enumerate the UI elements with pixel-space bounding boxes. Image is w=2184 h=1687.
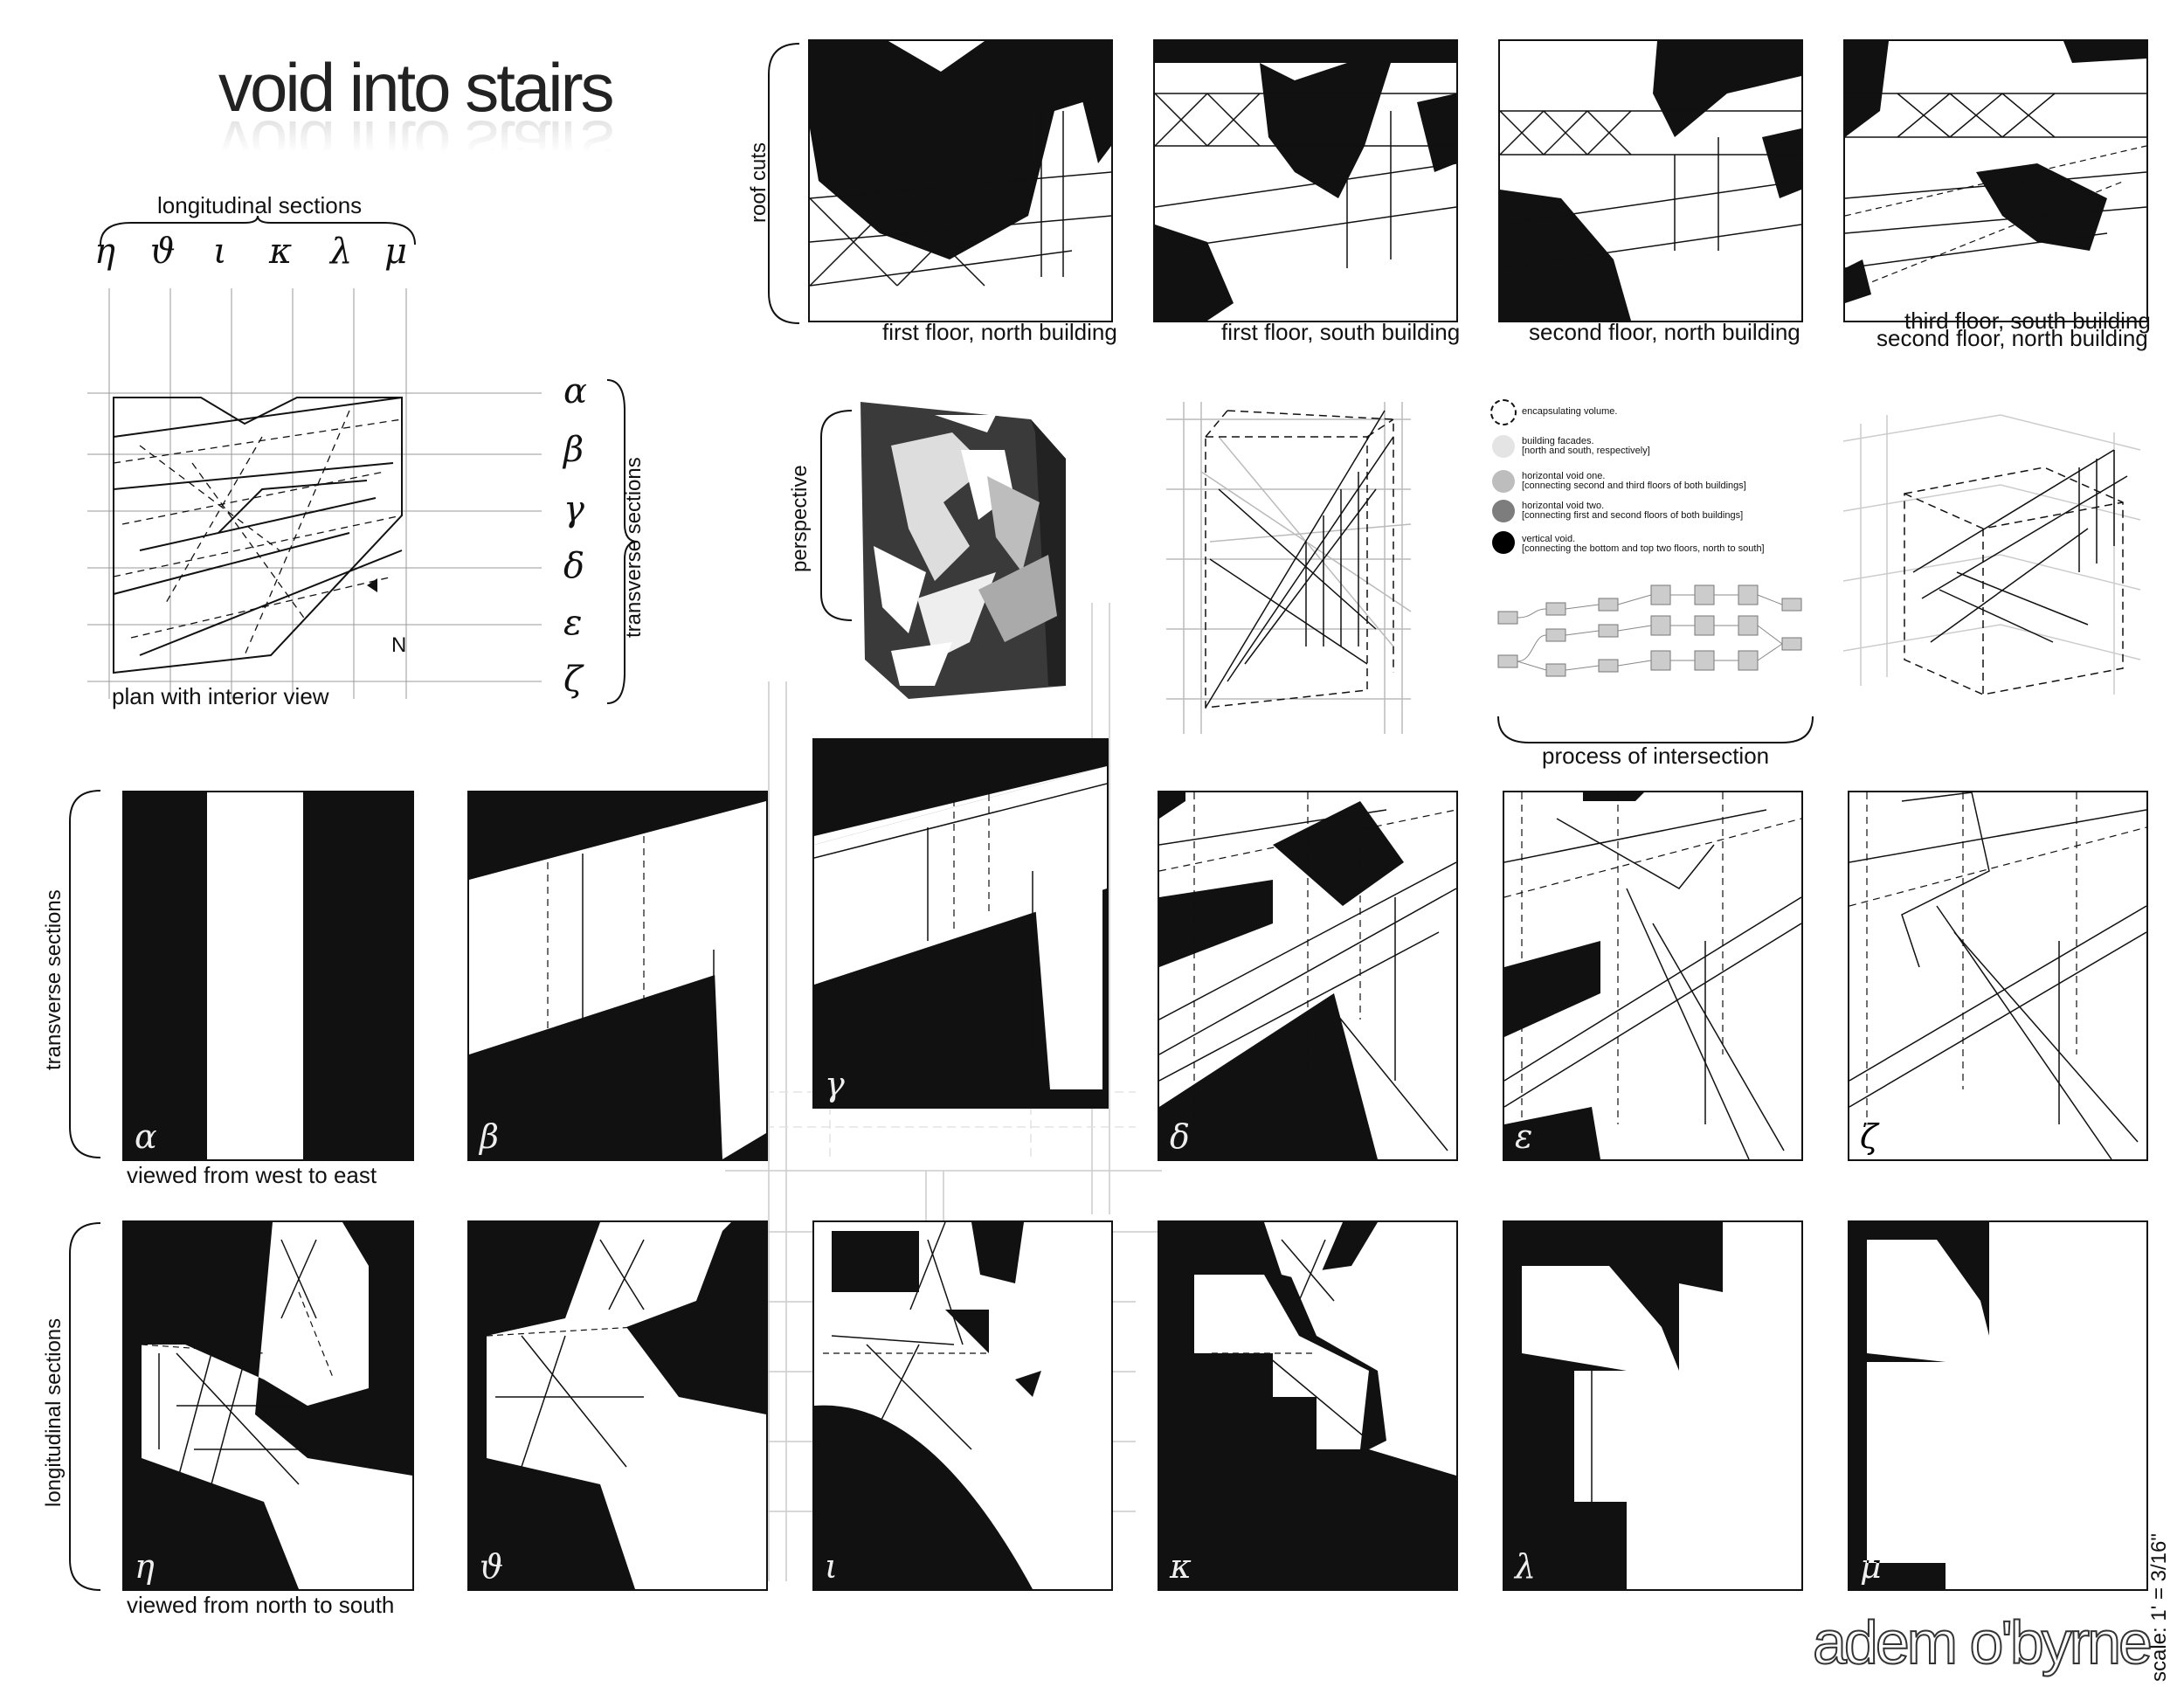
section-letter: ζ <box>1860 1117 1878 1156</box>
roof-cut-3 <box>1498 39 1803 322</box>
plan-caption: plan with interior view <box>112 683 329 709</box>
legend-sub-3: [connecting first and second floors of b… <box>1522 510 1744 521</box>
section-letter: β <box>480 1117 499 1156</box>
legend-swatch-2 <box>1492 470 1515 493</box>
plan-letter-kappa: κ <box>269 232 293 272</box>
transverse-section-zeta: ζ <box>1848 791 2148 1161</box>
process-axon-1 <box>1166 402 1412 734</box>
page-title: void into stairs <box>218 49 615 126</box>
legend-title-3: horizontal void two. <box>1522 501 1605 511</box>
plan-letter-iota: ι <box>213 232 227 272</box>
plan-letter-gamma: γ <box>563 489 584 529</box>
transverse-section-delta: δ <box>1158 791 1458 1161</box>
legend-sub-2: [connecting second and third floors of b… <box>1522 481 1746 491</box>
legend-title-0: encapsulating volume. <box>1522 406 1618 417</box>
longitudinal-section-theta: ϑ <box>467 1220 768 1591</box>
legend-swatch-0 <box>1490 399 1517 425</box>
section-letter: λ <box>1515 1547 1537 1586</box>
transverse-brace <box>69 790 101 1158</box>
plan-top-label: longitudinal sections <box>157 192 363 218</box>
roof-cut-caption-4a: third floor, south building <box>1904 308 2151 334</box>
roof-cut-caption-2: first floor, south building <box>1221 319 1461 345</box>
plan-letter-eta: η <box>94 232 115 272</box>
longitudinal-caption: viewed from north to south <box>127 1592 395 1618</box>
legend-title-4: vertical void. <box>1522 534 1576 544</box>
process-axon-2 <box>1842 414 2141 695</box>
title-reflection: void into stairs <box>218 107 612 183</box>
perspective-model <box>860 402 1066 699</box>
plan-drawing <box>87 288 542 699</box>
longitudinal-section-eta: η <box>122 1220 414 1591</box>
longitudinal-brace <box>69 1222 101 1591</box>
plan-letter-epsilon: ε <box>563 603 583 643</box>
roof-cut-caption-4b: second floor, north building <box>1876 325 2148 351</box>
longitudinal-section-iota: ι <box>812 1220 1113 1591</box>
plan-letter-beta: β <box>563 430 584 470</box>
scale-label: scale: 1' = 3/16" <box>2147 1533 2171 1682</box>
section-letter: ε <box>1515 1117 1533 1156</box>
plan-letter-delta: δ <box>563 546 585 586</box>
longitudinal-section-kappa: κ <box>1158 1220 1458 1591</box>
section-letter: α <box>135 1117 157 1156</box>
legend-sub-4: [connecting the bottom and top two floor… <box>1522 543 1765 554</box>
longitudinal-section-mu: μ <box>1848 1220 2148 1591</box>
section-letter: δ <box>1170 1117 1190 1156</box>
transverse-section-epsilon: ε <box>1503 791 1803 1161</box>
plan-letter-alpha: α <box>563 371 588 411</box>
longitudinal-label: longitudinal sections <box>42 1317 66 1507</box>
plan-top-brace <box>100 215 416 245</box>
perspective-label: perspective <box>788 465 812 572</box>
roof-cut-caption-1: first floor, north building <box>882 319 1117 345</box>
transverse-section-alpha: α <box>122 791 414 1161</box>
longitudinal-section-lambda: λ <box>1503 1220 1803 1591</box>
roof-cuts-label: roof cuts <box>747 142 771 223</box>
section-letter: ϑ <box>480 1547 504 1586</box>
transverse-caption: viewed from west to east <box>127 1162 377 1188</box>
transverse-section-gamma: γ <box>812 738 1109 1109</box>
section-letter: η <box>135 1547 155 1586</box>
roof-cuts-brace <box>768 43 800 324</box>
section-letter: ι <box>825 1547 838 1586</box>
transverse-label: transverse sections <box>42 889 66 1070</box>
roof-cut-caption-3: second floor, north building <box>1529 319 1800 345</box>
plan-side-label: transverse sections <box>622 457 646 638</box>
roof-cut-4 <box>1843 39 2148 322</box>
north-label: N <box>391 633 407 657</box>
plan-letter-zeta: ζ <box>563 660 583 700</box>
legend-title-1: building facades. <box>1522 436 1594 446</box>
roof-cut-2 <box>1153 39 1458 322</box>
plan-letter-mu: μ <box>384 232 407 272</box>
section-letter: γ <box>825 1065 845 1103</box>
author-name: adem o'byrne <box>1812 1607 2153 1677</box>
section-letter: μ <box>1860 1547 1882 1586</box>
section-letter: κ <box>1170 1547 1192 1586</box>
legend-swatch-1 <box>1492 435 1515 458</box>
legend-swatch-3 <box>1492 500 1515 522</box>
plan-side-brace <box>606 379 639 704</box>
legend-swatch-4 <box>1492 531 1515 554</box>
process-label: process of intersection <box>1542 743 1770 769</box>
transverse-section-beta: β <box>467 791 768 1161</box>
process-brace <box>1497 716 1814 743</box>
legend-title-2: horizontal void one. <box>1522 471 1606 481</box>
node-graph <box>1497 584 1802 677</box>
perspective-brace <box>820 410 853 621</box>
plan-letter-lambda: λ <box>330 232 353 272</box>
roof-cut-1 <box>808 39 1113 322</box>
plan-letter-theta: ϑ <box>150 232 176 272</box>
legend-sub-1: [north and south, respectively] <box>1522 446 1650 456</box>
